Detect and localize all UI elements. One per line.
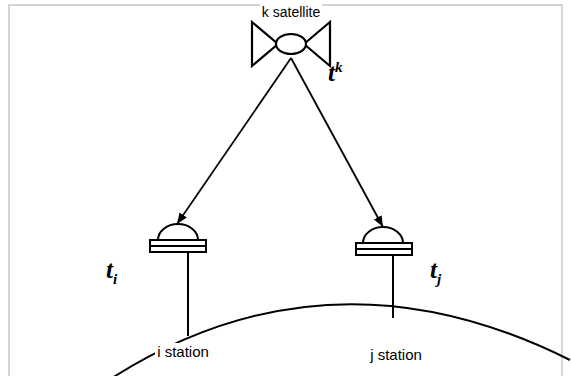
station-symbol xyxy=(356,227,412,318)
time-base: t xyxy=(328,59,335,86)
earth-surface xyxy=(112,304,570,376)
time-index: k xyxy=(335,59,343,75)
time-base: t xyxy=(430,256,437,283)
node-label-box: i station xyxy=(140,343,226,360)
station-node: i station xyxy=(140,224,226,360)
signal-arrow xyxy=(177,58,291,224)
node-label-box: k satellite xyxy=(240,4,342,20)
station-node: j station xyxy=(353,227,439,363)
node-label-box: j station xyxy=(353,346,439,363)
satellite-node: k satellite xyxy=(240,4,342,58)
node-label: i station xyxy=(155,343,211,360)
node-label: j station xyxy=(368,346,424,363)
time-symbol: tk xyxy=(328,60,342,85)
station-symbol xyxy=(150,224,206,336)
time-base: t xyxy=(106,256,113,283)
time-symbol: tj xyxy=(430,257,441,287)
signal-arrow xyxy=(291,58,383,227)
time-index: i xyxy=(113,271,117,287)
time-index: j xyxy=(437,271,441,287)
node-label: k satellite xyxy=(260,4,322,20)
time-symbol: ti xyxy=(106,257,117,287)
frame xyxy=(9,5,562,376)
